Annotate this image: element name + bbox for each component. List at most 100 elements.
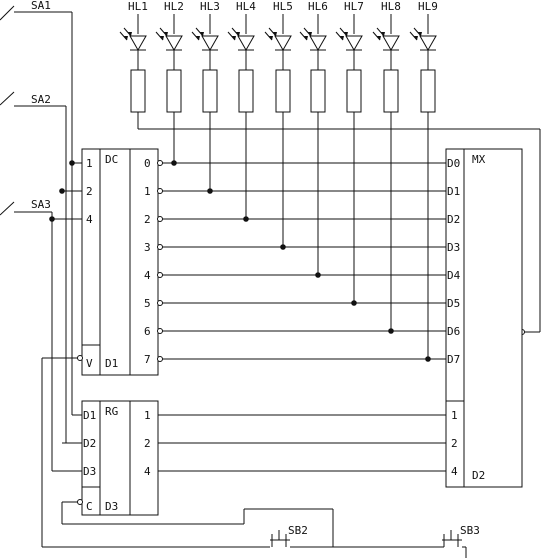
rg-input-d2: D2: [83, 437, 96, 450]
dc-enable-label: V: [86, 357, 93, 370]
rg-input-d3: D3: [83, 465, 96, 478]
dc-output-line: 6: [144, 325, 446, 338]
dc-output-line: 3: [144, 241, 446, 254]
led-label: HL1: [128, 0, 148, 13]
light-emission-icon: [191, 27, 204, 41]
dc-output-inversion: [157, 272, 163, 278]
mx-title: MX: [472, 153, 486, 166]
mx-data-input-label: D0: [447, 157, 460, 170]
junction-dot: [49, 216, 55, 222]
resistor: [310, 69, 326, 113]
mx-data-input-label: D2: [447, 213, 460, 226]
dc-output-inversion: [157, 216, 163, 222]
dc-output-inversion: [157, 328, 163, 334]
light-emission-icon: [299, 27, 312, 41]
dc-output-inversion: [157, 188, 163, 194]
dc-enable-inversion: [77, 355, 83, 361]
light-emission-icon: [264, 27, 277, 41]
dc-output-label: 4: [144, 269, 151, 282]
rg-to-mx-wires: 1 2 4: [158, 409, 458, 478]
switch-sa1-label: SA1: [31, 0, 51, 12]
dc-input-1: 1: [86, 157, 93, 170]
resistor: [420, 69, 436, 113]
rg-output-2: 2: [144, 437, 151, 450]
rg-output-4: 4: [144, 465, 151, 478]
dc-output-label: 1: [144, 185, 151, 198]
mx-data-input-label: D4: [447, 269, 461, 282]
button-sb2-label: SB2: [288, 524, 308, 537]
dc-output-line: 7: [144, 353, 446, 366]
dc-output-label: 0: [144, 157, 151, 170]
dc-output-inversion: [157, 160, 163, 166]
led-hl9: HL9: [409, 0, 438, 362]
led-label: HL5: [273, 0, 293, 13]
led-hl4: HL4: [227, 0, 256, 222]
rg-input-d1: D1: [83, 409, 96, 422]
register-rg: RG D1 D2 D3 C D3 1 2 4: [77, 400, 159, 516]
mx-address-4: 4: [451, 465, 458, 478]
switch-sa1[interactable]: SA1: [0, 0, 72, 21]
mx-address-2: 2: [451, 437, 458, 450]
button-sb2[interactable]: SB2: [264, 524, 308, 548]
dc-output-line: 1: [144, 185, 446, 198]
multiplexer-mx: MX D2: [445, 148, 523, 488]
led-hl8: HL8: [372, 0, 401, 334]
dc-output-label: 3: [144, 241, 151, 254]
mx-data-input-label: D3: [447, 241, 460, 254]
rg-clock-inversion: [77, 499, 83, 505]
led-hl1: HL1: [119, 0, 148, 113]
resistor: [383, 69, 399, 113]
led-hl3: HL3: [191, 0, 220, 194]
dc-output-inversion: [157, 356, 163, 362]
dc-output-line: 2: [144, 213, 446, 226]
led-hl6: HL6: [299, 0, 328, 278]
rg-strobe-label: D3: [105, 500, 118, 513]
mx-data-input-label: D7: [447, 353, 460, 366]
dc-strobe-label: D1: [105, 357, 118, 370]
mx-data-input-label: D5: [447, 297, 460, 310]
switch-sa2[interactable]: SA2: [0, 91, 66, 107]
led-hl5: HL5: [264, 0, 293, 250]
switch-bus-wires: [49, 12, 82, 472]
rg-clock-label: C: [86, 500, 93, 513]
resistor: [346, 69, 362, 113]
dc-output-label: 2: [144, 213, 151, 226]
resistor: [275, 69, 291, 113]
dc-input-4: 4: [86, 213, 93, 226]
led-label: HL7: [344, 0, 364, 13]
light-emission-icon: [409, 27, 422, 41]
dc-input-2: 2: [86, 185, 93, 198]
decoder-dc: DC 1 2 4 V D1: [77, 148, 159, 376]
dc-output-line: 4: [144, 269, 446, 282]
button-sb3-label: SB3: [460, 524, 480, 537]
light-emission-icon: [155, 27, 168, 41]
switch-sa3-label: SA3: [31, 198, 51, 211]
led-label: HL2: [164, 0, 184, 13]
junction-dot: [59, 188, 65, 194]
light-emission-icon: [119, 27, 132, 41]
mx-data-input-label: D6: [447, 325, 460, 338]
control-wires: [41, 357, 467, 558]
dc-outputs: 0 1 2 3 4 5 6 7: [144, 157, 446, 366]
switch-sa2-label: SA2: [31, 93, 51, 106]
led-hl2: HL2: [155, 0, 184, 166]
light-emission-icon: [227, 27, 240, 41]
rg-output-1: 1: [144, 409, 151, 422]
junction-dot: [69, 160, 75, 166]
button-sb3[interactable]: SB3: [440, 524, 480, 548]
led-hl7: HL7: [335, 0, 364, 306]
mx-data-input-label: D1: [447, 185, 460, 198]
light-emission-icon: [372, 27, 385, 41]
led-label: HL6: [308, 0, 328, 13]
switch-sa3[interactable]: SA3: [0, 198, 52, 216]
led-label: HL4: [236, 0, 256, 13]
light-emission-icon: [335, 27, 348, 41]
resistor: [130, 69, 146, 113]
mx-address-1: 1: [451, 409, 458, 422]
led-label: HL3: [200, 0, 220, 13]
dc-output-inversion: [157, 300, 163, 306]
dc-output-label: 7: [144, 353, 151, 366]
dc-output-label: 5: [144, 297, 151, 310]
